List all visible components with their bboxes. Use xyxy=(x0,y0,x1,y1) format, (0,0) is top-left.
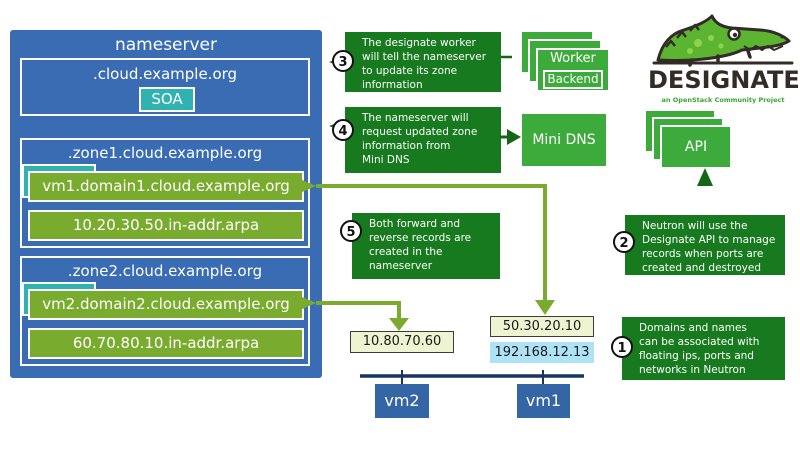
step-badge-4: 4 xyxy=(332,119,354,141)
nameserver-panel: nameserver .cloud.example.org SOA .zone1… xyxy=(10,30,322,378)
worker-box: Worker Backend xyxy=(536,48,610,92)
arrow-note2-to-api-icon xyxy=(697,168,713,186)
zone2-box: .zone2.cloud.example.org vm2.domain2.clo… xyxy=(20,256,310,366)
root-zone-box: .cloud.example.org SOA xyxy=(20,58,310,116)
root-zone-label: .cloud.example.org xyxy=(92,65,238,83)
note-step-3: The designate worker will tell the names… xyxy=(345,32,501,92)
logo-tagline: an OpenStack Community Project xyxy=(661,96,785,104)
step-badge-1: 1 xyxy=(611,336,633,358)
step-badge-2: 2 xyxy=(613,231,635,253)
zone1-forward-record: vm1.domain1.cloud.example.org xyxy=(28,171,304,202)
designate-logo: DESIGNATE an OpenStack Community Project xyxy=(648,10,800,108)
crocodile-logo-icon xyxy=(652,14,794,67)
zone2-reverse-record: 60.70.80.10.in-addr.arpa xyxy=(28,328,304,359)
zone1-label: .zone1.cloud.example.org xyxy=(67,144,263,162)
step-badge-3: 3 xyxy=(332,50,354,72)
step-badge-5: 5 xyxy=(340,220,362,242)
note-step-1: Domains and names can be associated with… xyxy=(622,317,785,380)
api-box: API xyxy=(660,125,732,169)
zone2-label: .zone2.cloud.example.org xyxy=(67,262,263,280)
soa-record-box: SOA xyxy=(139,87,195,112)
zone1-box: .zone1.cloud.example.org vm1.domain1.clo… xyxy=(20,138,310,248)
note-step-4: The nameserver will request updated zone… xyxy=(345,107,501,173)
network-bus-line xyxy=(360,370,584,384)
minidns-box: Mini DNS xyxy=(520,112,608,168)
arrow-note4-to-minidns-icon xyxy=(500,129,521,145)
nameserver-title: nameserver xyxy=(114,35,218,55)
ip-box-vm1-floating: 50.30.20.10 xyxy=(490,316,594,337)
vm1-box: vm1 xyxy=(517,384,570,418)
zone2-forward-record: vm2.domain2.cloud.example.org xyxy=(28,289,304,320)
zone1-reverse-record: 10.20.30.50.in-addr.arpa xyxy=(28,210,304,241)
vm2-box: vm2 xyxy=(375,384,429,418)
note-step-5: Both forward and reverse records are cre… xyxy=(352,213,500,279)
note-step-2: Neutron will use the Designate API to ma… xyxy=(625,215,785,275)
worker-label: Worker xyxy=(550,51,596,66)
ip-box-vm1-fixed: 192.168.12.13 xyxy=(490,342,594,363)
logo-wordmark: DESIGNATE xyxy=(648,66,800,94)
ip-box-vm2-floating: 10.80.70.60 xyxy=(350,331,454,353)
backend-box: Backend xyxy=(543,70,603,89)
